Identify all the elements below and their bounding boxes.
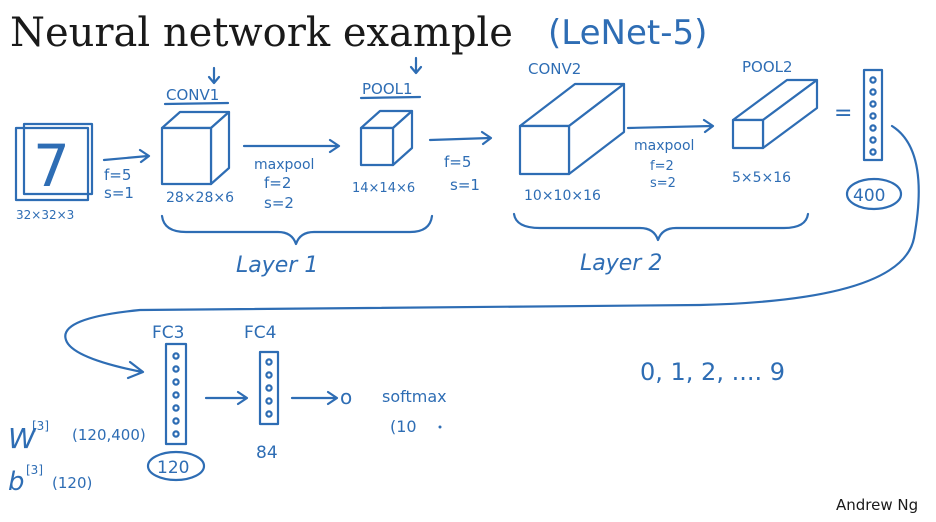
conv1-pointer-arrow xyxy=(207,66,221,85)
pool2-filter-size: f=2 xyxy=(650,159,674,174)
fc3-vector xyxy=(164,342,188,446)
flatten-vector-units xyxy=(869,76,877,156)
output-partial-note: (10 xyxy=(390,417,417,436)
pool1-filter-size: f=2 xyxy=(264,174,291,192)
fc3-vector-units xyxy=(172,352,180,438)
output-node: o xyxy=(340,385,352,409)
fc3-size-label: 120 xyxy=(157,458,189,478)
layer1-brace xyxy=(160,214,434,246)
layer2-label: Layer 2 xyxy=(580,251,662,276)
flatten-size-label: 400 xyxy=(853,186,885,206)
pool2-volume xyxy=(731,78,819,150)
fc3-weight-symbol: W xyxy=(8,422,37,455)
pool1-label: POOL1 xyxy=(362,80,413,98)
fc4-vector xyxy=(258,350,280,426)
fc4-vector-units xyxy=(265,358,273,418)
layer2-brace xyxy=(512,212,810,242)
arrow-fc3-to-fc4 xyxy=(204,390,249,406)
arrow-conv2-to-pool2 xyxy=(626,118,715,134)
conv2-dims-label: 10×10×16 xyxy=(524,188,601,204)
output-activation-label: softmax xyxy=(382,387,447,406)
output-classes-label: 0, 1, 2, .... 9 xyxy=(640,358,785,386)
pool2-method-label: maxpool xyxy=(634,138,694,154)
conv2-label: CONV2 xyxy=(528,60,581,78)
input-image-block: 7 32×32×3 xyxy=(14,122,94,222)
input-dims-label: 32×32×3 xyxy=(16,208,74,222)
fc3-bias-shape: (120) xyxy=(52,474,92,492)
fc3-label: FC3 xyxy=(152,323,184,343)
pool2-label: POOL2 xyxy=(742,58,793,76)
fc3-weight-shape: (120,400) xyxy=(72,426,146,444)
conv2-stride: s=1 xyxy=(450,176,480,194)
conv2-filter-size: f=5 xyxy=(444,153,471,171)
input-digit: 7 xyxy=(33,132,70,200)
conv1-volume xyxy=(160,110,231,186)
fc3-bias-symbol: b xyxy=(8,467,25,497)
output-note-dot xyxy=(438,425,442,429)
author-credit: Andrew Ng xyxy=(836,496,918,514)
arrow-flatten-to-fc3 xyxy=(64,124,920,380)
slide-subtitle: (LeNet-5) xyxy=(548,13,707,53)
input-image-frame xyxy=(14,126,90,202)
fc3-size-circle xyxy=(146,450,206,482)
pool1-pointer-arrow xyxy=(409,56,423,75)
pool1-method-label: maxpool xyxy=(254,157,314,173)
pool1-label-underline xyxy=(359,95,422,100)
input-filter-size: f=5 xyxy=(104,166,131,184)
pool2-dims-label: 5×5×16 xyxy=(732,170,791,186)
slide-title: Neural network example xyxy=(10,10,513,56)
input-image-back-frame xyxy=(22,122,94,196)
arrow-input-to-conv1 xyxy=(102,148,151,164)
arrow-conv1-to-pool1 xyxy=(242,138,341,154)
pool1-stride: s=2 xyxy=(264,194,294,212)
arrow-pool1-to-conv2 xyxy=(428,130,493,146)
pool1-dims-label: 14×14×6 xyxy=(352,181,415,196)
pool1-volume xyxy=(359,109,414,167)
fc4-size-label: 84 xyxy=(256,443,278,463)
layer1-label: Layer 1 xyxy=(236,253,318,278)
flatten-size-circle xyxy=(845,177,903,211)
conv1-label: CONV1 xyxy=(166,86,219,104)
fc4-label: FC4 xyxy=(244,323,276,343)
input-stride: s=1 xyxy=(104,184,134,202)
arrow-fc4-to-output xyxy=(290,390,339,406)
conv2-volume xyxy=(518,82,626,176)
conv1-dims-label: 28×28×6 xyxy=(166,190,234,206)
fc3-bias-superscript: [3] xyxy=(26,463,43,477)
pool2-stride: s=2 xyxy=(650,176,676,191)
flatten-vector xyxy=(862,68,884,162)
conv1-label-underline xyxy=(163,101,230,106)
flatten-equals: = xyxy=(834,101,852,126)
fc3-weight-superscript: [3] xyxy=(32,419,49,433)
